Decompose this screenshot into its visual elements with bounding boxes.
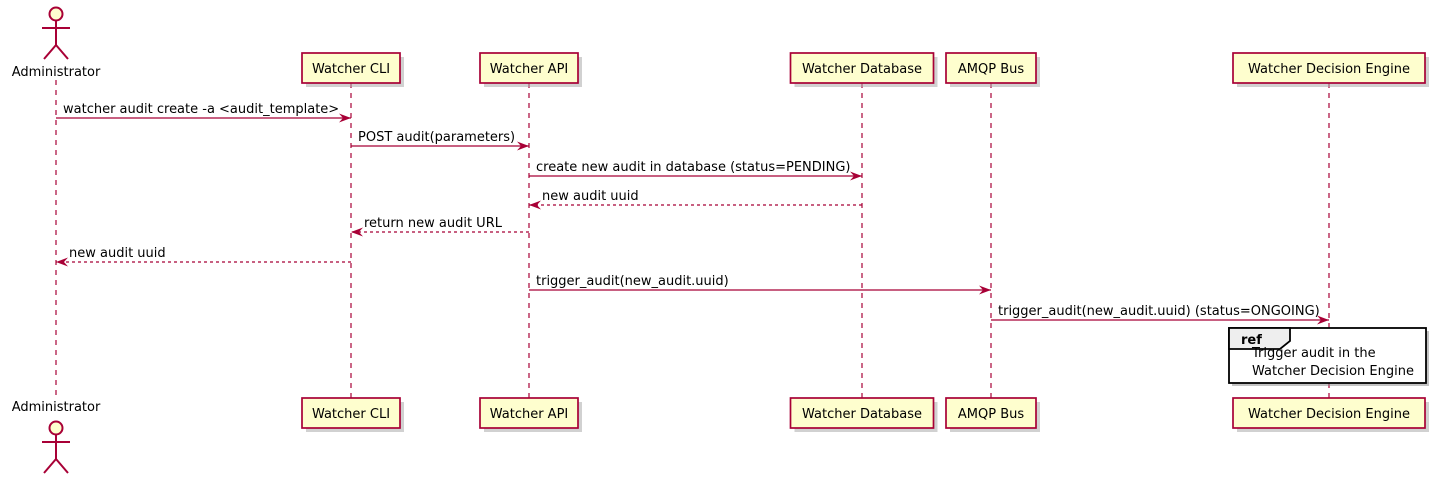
message-label: return new audit URL bbox=[364, 216, 503, 231]
message-label: trigger_audit(new_audit.uuid) bbox=[536, 274, 729, 289]
participant-box-top-3 bbox=[945, 52, 1037, 84]
participant-box-top-0 bbox=[301, 52, 401, 84]
actor-leg-icon bbox=[43, 458, 57, 474]
actor-head-icon bbox=[48, 6, 64, 22]
participant-box-bottom-1 bbox=[479, 397, 579, 429]
arrowhead-icon bbox=[850, 171, 862, 181]
actor-leg-icon bbox=[55, 44, 69, 60]
participant-label: AMQP Bus bbox=[958, 407, 1024, 422]
arrowhead-icon bbox=[517, 141, 529, 151]
message-label: create new audit in database (status=PEN… bbox=[536, 160, 851, 175]
participant-label: Watcher CLI bbox=[312, 407, 390, 422]
participant-box-top-1 bbox=[479, 52, 579, 84]
message-label: new audit uuid bbox=[69, 246, 166, 261]
actor-leg-icon bbox=[43, 44, 57, 60]
ref-text-line: Watcher Decision Engine bbox=[1252, 364, 1414, 379]
actor-label-bottom: Administrator bbox=[12, 400, 101, 415]
ref-keyword: ref bbox=[1241, 333, 1262, 348]
arrowhead-icon bbox=[979, 285, 991, 295]
actor-label-top: Administrator bbox=[12, 65, 101, 80]
participant-box-bottom-0 bbox=[301, 397, 401, 429]
participant-label: Watcher Decision Engine bbox=[1248, 62, 1410, 77]
participant-box-top-2 bbox=[789, 52, 935, 84]
participant-label: AMQP Bus bbox=[958, 62, 1024, 77]
participant-label: Watcher API bbox=[490, 407, 569, 422]
message-label: trigger_audit(new_audit.uuid) (status=ON… bbox=[998, 304, 1320, 319]
participant-label: Watcher Database bbox=[802, 407, 922, 422]
participant-box-bottom-4 bbox=[1232, 397, 1426, 429]
participant-label: Watcher CLI bbox=[312, 62, 390, 77]
actor-leg-icon bbox=[55, 458, 69, 474]
arrowhead-icon bbox=[1317, 315, 1329, 325]
ref-text-line: Trigger audit in the bbox=[1251, 346, 1376, 361]
participant-label: Watcher Decision Engine bbox=[1248, 407, 1410, 422]
arrowhead-icon bbox=[351, 227, 363, 237]
participant-box-bottom-3 bbox=[945, 397, 1037, 429]
participant-label: Watcher Database bbox=[802, 62, 922, 77]
ref-header bbox=[1228, 327, 1291, 350]
actor-head-icon bbox=[48, 420, 64, 436]
message-label: POST audit(parameters) bbox=[358, 130, 515, 145]
message-label: watcher audit create -a <audit_template> bbox=[63, 102, 339, 117]
participant-label: Watcher API bbox=[490, 62, 569, 77]
participant-box-bottom-2 bbox=[789, 397, 935, 429]
message-label: new audit uuid bbox=[542, 189, 639, 204]
arrowhead-icon bbox=[529, 200, 541, 210]
arrowhead-icon bbox=[339, 113, 351, 123]
arrowhead-icon bbox=[56, 257, 68, 267]
participant-box-top-4 bbox=[1232, 52, 1426, 84]
